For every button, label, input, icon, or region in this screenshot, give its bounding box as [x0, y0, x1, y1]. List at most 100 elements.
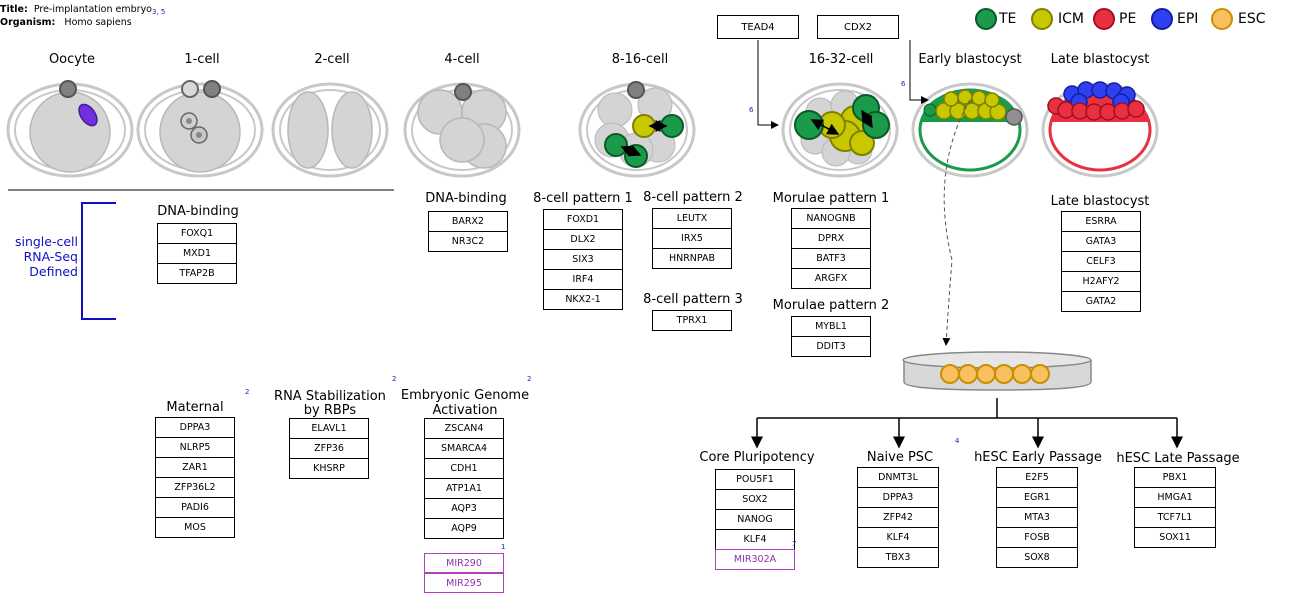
gene-box[interactable]: ZAR1 [155, 457, 235, 478]
gene-box[interactable]: ZSCAN4 [424, 418, 504, 439]
gene-box[interactable]: AQP3 [424, 498, 504, 519]
mirna-box[interactable]: MIR302A [715, 549, 795, 570]
ref-maternal[interactable]: 2 [245, 388, 250, 396]
gene-box[interactable]: CELF3 [1061, 251, 1141, 272]
ref-cdx2[interactable]: 6 [901, 80, 906, 88]
ref-tead4[interactable]: 6 [749, 106, 754, 114]
gene-box[interactable]: HMGA1 [1134, 487, 1216, 508]
gene-box[interactable]: ESRRA [1061, 211, 1141, 232]
gene-box[interactable]: DPPA3 [155, 417, 235, 438]
gene-box[interactable]: PBX1 [1134, 467, 1216, 488]
gene-box[interactable]: FOSB [996, 527, 1078, 548]
group-title-morulae1: Morulae pattern 1 [772, 191, 890, 206]
title-refs[interactable]: 3, 5 [152, 8, 166, 16]
gene-box[interactable]: GATA3 [1061, 231, 1141, 252]
gene-box[interactable]: MTA3 [996, 507, 1078, 528]
gene-box[interactable]: SOX8 [996, 547, 1078, 568]
tead4-arrow [757, 40, 779, 129]
gene-box[interactable]: BATF3 [791, 248, 871, 269]
legend-icm-swatch [1031, 8, 1053, 30]
gene-box[interactable]: MOS [155, 517, 235, 538]
legend-epi: EPI [1177, 11, 1199, 27]
gene-box[interactable]: ELAVL1 [289, 418, 369, 439]
two-cell-embryo [271, 82, 389, 178]
four-cell-embryo [403, 82, 521, 178]
defined-label-line3: Defined [29, 264, 78, 279]
gene-box[interactable]: DPPA3 [857, 487, 939, 508]
group-title-morulae2: Morulae pattern 2 [772, 298, 890, 313]
stage-four-cell: 4-cell [444, 52, 480, 67]
oocyte-cell [6, 80, 134, 178]
gene-box[interactable]: DLX2 [543, 229, 623, 250]
gene-box[interactable]: FOXQ1 [157, 223, 237, 244]
gene-box[interactable]: TPRX1 [652, 310, 732, 331]
gene-tead4[interactable]: TEAD4 [717, 15, 799, 39]
gene-box[interactable]: NKX2-1 [543, 289, 623, 310]
gene-box[interactable]: ZFP36L2 [155, 477, 235, 498]
mirna-box[interactable]: MIR290 [424, 553, 504, 573]
petri-dish [902, 351, 1092, 391]
group-title-pattern3: 8-cell pattern 3 [643, 292, 743, 307]
gene-box[interactable]: H2AFY2 [1061, 271, 1141, 292]
gene-box[interactable]: KLF4 [715, 529, 795, 550]
gene-box[interactable]: CDH1 [424, 458, 504, 479]
gene-box[interactable]: ZFP42 [857, 507, 939, 528]
gene-box[interactable]: AQP9 [424, 518, 504, 539]
ref-core-mir[interactable]: 7 [792, 540, 797, 548]
gene-box[interactable]: POU5F1 [715, 469, 795, 490]
legend-pe: PE [1119, 11, 1137, 27]
gene-cdx2[interactable]: CDX2 [817, 15, 899, 39]
legend-pe-swatch [1093, 8, 1115, 30]
gene-box[interactable]: TBX3 [857, 547, 939, 568]
gene-box[interactable]: ZFP36 [289, 438, 369, 459]
gene-box[interactable]: LEUTX [652, 208, 732, 229]
gene-box[interactable]: GATA2 [1061, 291, 1141, 312]
gene-box[interactable]: SIX3 [543, 249, 623, 270]
legend-epi-swatch [1151, 8, 1173, 30]
eight-sixteen-cell-embryo [578, 81, 696, 178]
gene-box[interactable]: MYBL1 [791, 316, 871, 337]
organism-line: Organism: Homo sapiens [0, 17, 132, 29]
gene-box[interactable]: DNMT3L [857, 467, 939, 488]
gene-box[interactable]: BARX2 [428, 211, 508, 232]
gene-box[interactable]: IRX5 [652, 228, 732, 249]
gene-box[interactable]: TCF7L1 [1134, 507, 1216, 528]
ref-rbp[interactable]: 2 [392, 375, 397, 383]
gene-box[interactable]: ATP1A1 [424, 478, 504, 499]
group-title-naive: Naive PSC [866, 450, 934, 465]
gene-box[interactable]: MXD1 [157, 243, 237, 264]
title-line: Title: Pre-implantation embryo3, 5 [0, 4, 165, 18]
gene-box[interactable]: DDIT3 [791, 336, 871, 357]
gene-box[interactable]: PADI6 [155, 497, 235, 518]
gene-box[interactable]: KHSRP [289, 458, 369, 479]
gene-box[interactable]: SOX11 [1134, 527, 1216, 548]
gene-box[interactable]: FOXD1 [543, 209, 623, 230]
mirna-box[interactable]: MIR295 [424, 573, 504, 593]
stage-two-cell: 2-cell [314, 52, 350, 67]
group-title-ega-line2: Activation [432, 403, 498, 418]
ref-naive[interactable]: 4 [955, 437, 960, 445]
group-title-maternal: Maternal [166, 400, 224, 415]
gene-box[interactable]: NR3C2 [428, 231, 508, 252]
ref-ega-mir[interactable]: 1 [501, 543, 506, 551]
defined-bracket [81, 202, 116, 320]
gene-box[interactable]: KLF4 [857, 527, 939, 548]
gene-box[interactable]: SMARCA4 [424, 438, 504, 459]
group-title-dna-binding-4: DNA-binding [425, 191, 507, 206]
gene-box[interactable]: NANOGNB [791, 208, 871, 229]
gene-box[interactable]: IRF4 [543, 269, 623, 290]
gene-box[interactable]: DPRX [791, 228, 871, 249]
stage-early-blastocyst: Early blastocyst [918, 52, 1022, 67]
gene-box[interactable]: EGR1 [996, 487, 1078, 508]
gene-box[interactable]: TFAP2B [157, 263, 237, 284]
gene-box[interactable]: ARGFX [791, 268, 871, 289]
group-title-rbp-line2: by RBPs [303, 403, 357, 418]
ref-ega[interactable]: 2 [527, 375, 532, 383]
gene-box[interactable]: NANOG [715, 509, 795, 530]
gene-box[interactable]: HNRNPAB [652, 248, 732, 269]
gene-box[interactable]: SOX2 [715, 489, 795, 510]
gene-box[interactable]: E2F5 [996, 467, 1078, 488]
group-title-pattern1: 8-cell pattern 1 [533, 191, 633, 206]
legend-icm: ICM [1058, 11, 1084, 27]
gene-box[interactable]: NLRP5 [155, 437, 235, 458]
